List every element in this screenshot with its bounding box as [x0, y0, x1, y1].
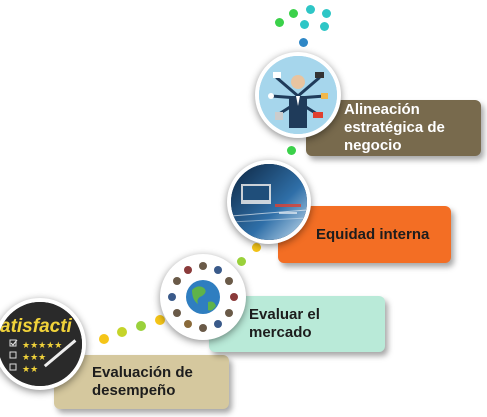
svg-text:★★: ★★	[22, 364, 38, 374]
people-ring	[168, 262, 238, 332]
path-dot	[275, 18, 284, 27]
step-2-label: Evaluar el mercado	[249, 306, 320, 341]
svg-text:★★★★★: ★★★★★	[22, 340, 62, 350]
path-dot	[320, 22, 329, 31]
satisfaction-chalkboard-icon: atisfacti ★★★★★ ★★★ ★★	[0, 298, 86, 390]
step-1-label: Evaluación de desempeño	[92, 364, 193, 399]
path-dot	[99, 334, 109, 344]
multitasking-businessman-icon	[255, 52, 341, 138]
tech-screen-icon	[227, 160, 311, 244]
path-dot	[237, 257, 246, 266]
path-dot	[289, 9, 298, 18]
step-4-label: Alineación estratégica de negocio	[344, 101, 445, 154]
chalkboard-text: atisfacti	[0, 316, 73, 337]
path-dot	[299, 38, 308, 47]
path-dot	[136, 321, 146, 331]
path-dot	[322, 9, 331, 18]
path-dot	[300, 20, 309, 29]
step-1-box: Evaluación de desempeño	[54, 355, 229, 409]
step-3-label: Equidad interna	[316, 225, 430, 243]
path-dot	[252, 243, 261, 252]
path-dot	[117, 327, 127, 337]
path-dot	[306, 5, 315, 14]
globe-people-icon	[160, 254, 246, 340]
svg-text:★★★: ★★★	[22, 352, 46, 362]
path-dot	[287, 146, 296, 155]
path-dot	[155, 315, 165, 325]
